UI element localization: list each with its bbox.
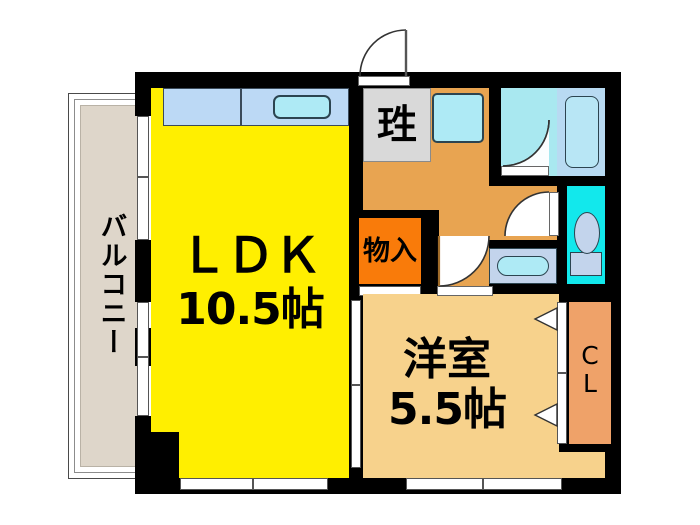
ldk-floor-notch-fill	[179, 432, 349, 478]
bathtub	[565, 96, 599, 168]
closet-fill	[569, 302, 611, 444]
washbasin-wall-top	[489, 240, 557, 248]
closet-label-line1: C	[581, 340, 599, 370]
balcony-window-lower-mullion	[137, 356, 149, 358]
room-ldk	[151, 88, 349, 478]
balcony-floor	[80, 105, 142, 467]
ldk-balcony-wall-mid	[135, 240, 151, 302]
toilet-tank	[570, 252, 602, 276]
bath-wall-left	[489, 88, 501, 184]
ldk-label-line1: ＬＤＫ	[179, 228, 321, 284]
ldk-label-line2: 10.5帖	[176, 284, 325, 335]
bath-wall-bottom	[489, 176, 605, 186]
balcony-window-upper[interactable]	[137, 116, 149, 240]
washbasin-wall-bottom	[489, 284, 557, 294]
entrance-door-opening[interactable]	[358, 76, 410, 86]
entrance-label: 珄	[377, 102, 417, 148]
bedroom-label-line1: 洋室	[403, 334, 491, 385]
bedroom-floor-ext	[363, 452, 605, 478]
ldk-sliding-door-mullion	[351, 384, 361, 386]
partition-wall-ldk-right	[349, 88, 363, 216]
kitchen-sink	[273, 95, 331, 119]
bedroom-door-opening[interactable]	[437, 286, 493, 296]
ldk-floor-notch	[151, 432, 179, 478]
toilet-wall-bottom	[557, 284, 621, 294]
entry-sink	[432, 93, 484, 143]
toilet-bowl	[574, 212, 600, 254]
exterior-wall-left-lower	[135, 416, 151, 494]
kitchen-counter-divider	[240, 88, 242, 126]
closet-label-line2: L	[583, 368, 597, 398]
exterior-wall-left-upper	[135, 72, 151, 116]
toilet-wall-left	[557, 186, 567, 290]
storage-fill	[359, 218, 421, 284]
bedroom-label-line2: 5.5帖	[388, 384, 507, 435]
entrance-tile	[363, 88, 431, 162]
balcony-window-lower[interactable]	[137, 302, 149, 416]
ldk-window-bottom-mullion	[252, 478, 254, 490]
ldk-window-bottom[interactable]	[180, 478, 328, 490]
bath-door-opening[interactable]	[501, 166, 549, 176]
wash-basin-bowl	[497, 256, 549, 276]
toilet-door-opening[interactable]	[549, 192, 559, 236]
balcony-window-upper-mullion	[137, 176, 149, 178]
room-bedroom	[363, 294, 559, 478]
storage-label: 物入	[363, 235, 417, 267]
closet-door-mullion	[557, 372, 567, 374]
balcony-label: バルコニー	[95, 211, 127, 357]
bedroom-window-bottom-mullion	[482, 478, 484, 490]
bedroom-window-bottom[interactable]	[406, 478, 562, 490]
